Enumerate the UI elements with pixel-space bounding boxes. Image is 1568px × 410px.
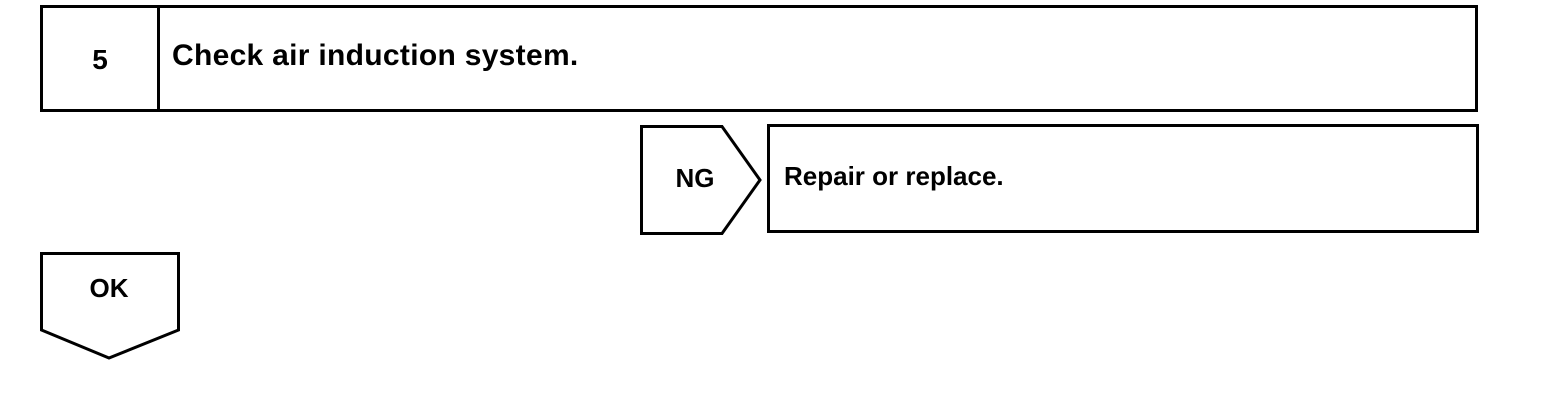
step-title: Check air induction system. [172,38,579,72]
ok-label: OK [89,272,129,303]
step-header-box: 5 Check air induction system. [40,5,1478,112]
step-number: 5 [43,8,160,109]
ok-arrow-shape [40,252,180,360]
ng-action-box: Repair or replace. [767,124,1479,233]
ng-arrow-shape [640,125,762,235]
ng-label: NG [675,162,715,193]
